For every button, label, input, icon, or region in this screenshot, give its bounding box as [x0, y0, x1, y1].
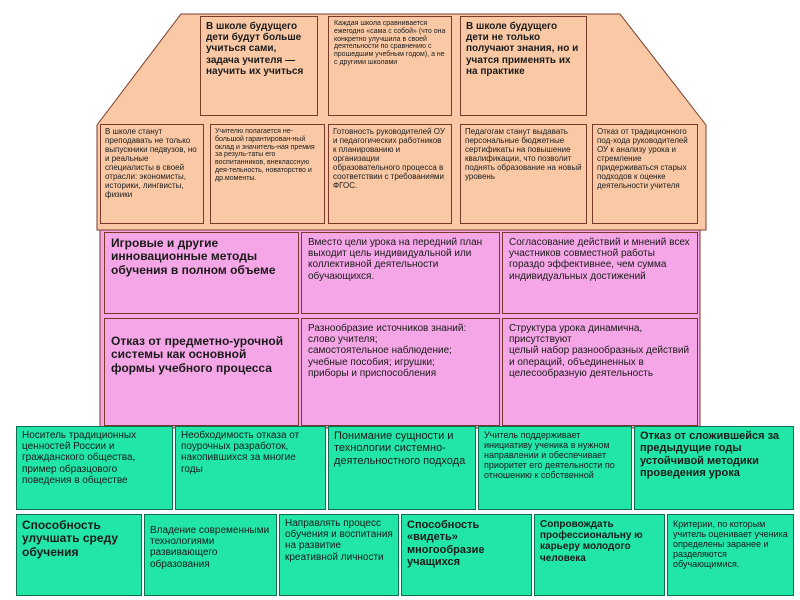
foundation-cell-9: Способность «видеть» многообразие учащих…: [401, 514, 532, 596]
wall-cell-1: Игровые и другие инновационные методы об…: [104, 232, 299, 314]
roof-bottom-cell-1: В школе станут преподавать не только вып…: [100, 124, 204, 224]
foundation-cell-7: Владение современными технологиями разви…: [144, 514, 277, 596]
foundation-cell-6: Способность улучшать среду обучения: [16, 514, 142, 596]
roof-bottom-cell-3: Готовность руководителей ОУ и педагогиче…: [328, 124, 452, 224]
roof-bottom-cell-2: Учителю полагается не-большой гарантиров…: [210, 124, 325, 224]
roof-bottom-cell-4: Педагогам станут выдавать персональные б…: [460, 124, 587, 224]
foundation-cell-4: Учитель поддерживает инициативу ученика …: [478, 426, 632, 510]
foundation-cell-2: Необходимость отказа от поурочных разраб…: [175, 426, 326, 510]
foundation-cell-1: Носитель традиционных ценностей России и…: [16, 426, 173, 510]
roof-bottom-cell-5: Отказ от традиционного под-хода руководи…: [592, 124, 698, 224]
roof-top-cell-1: В школе будущего дети будут больше учить…: [200, 16, 318, 116]
foundation-cell-11: Критерии, по которым учитель оценивает у…: [667, 514, 794, 596]
wall-cell-2: Вместо цели урока на передний план выход…: [301, 232, 500, 314]
wall-cell-4: Отказ от предметно-урочной системы как о…: [104, 318, 299, 426]
foundation-cell-8: Направлять процесс обучения и воспитания…: [279, 514, 399, 596]
roof-top-cell-3: В школе будущего дети не только получают…: [460, 16, 587, 116]
wall-cell-6: Структура урока динамична, присутствуют …: [502, 318, 698, 426]
foundation-cell-5: Отказ от сложившейся за предыдущие годы …: [634, 426, 794, 510]
wall-cell-3: Согласование действий и мнений всех учас…: [502, 232, 698, 314]
foundation-cell-3: Понимание сущности и технологии системно…: [328, 426, 476, 510]
roof-top-cell-2: Каждая школа сравнивается ежегодно «сама…: [328, 16, 452, 116]
foundation-cell-10: Сопровождать профессиональну ю карьеру м…: [534, 514, 665, 596]
wall-cell-5: Разнообразие источников знаний: слово уч…: [301, 318, 500, 426]
